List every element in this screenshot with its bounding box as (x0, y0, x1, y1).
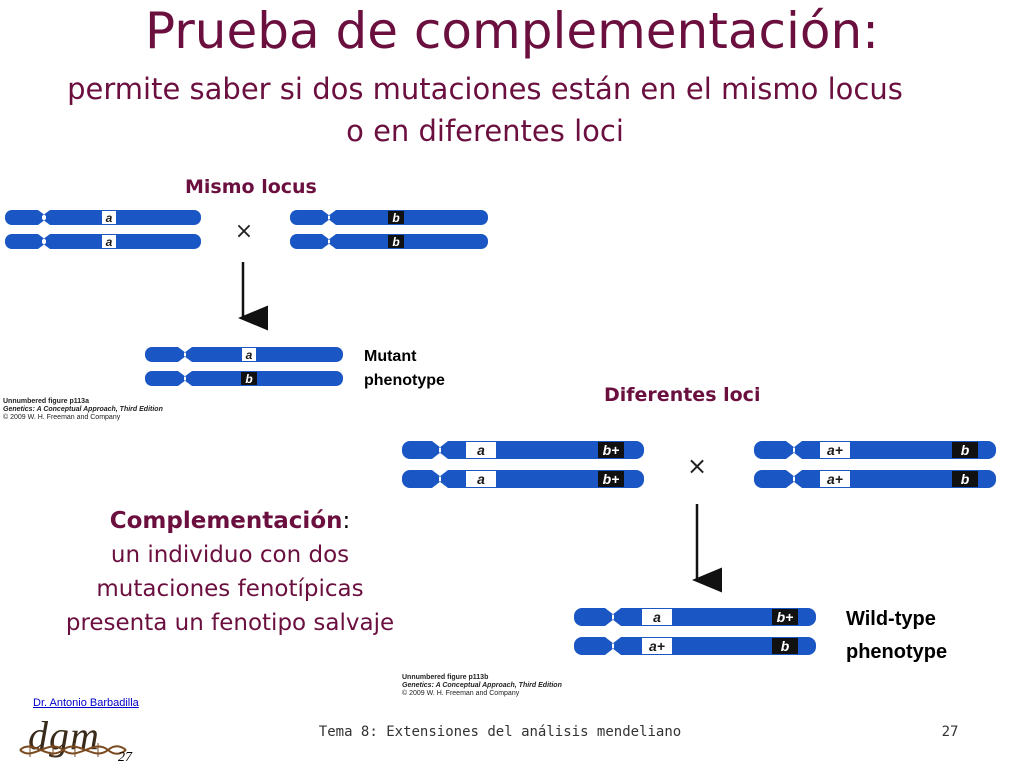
credit-a-line2: Genetics: A Conceptual Approach, Third E… (3, 406, 163, 413)
complementation-colon: : (342, 508, 351, 534)
allele-diff-p2-bottom-left: a+ (827, 471, 843, 487)
allele-same-off-top: a (246, 348, 253, 362)
allele-diff-p1-bottom-right: b+ (603, 471, 620, 487)
complementation-line3: presenta un fenotipo salvaje (65, 610, 395, 636)
page-title: Prueba de complementación: (144, 2, 880, 60)
chromosome-diff-off-top (574, 608, 816, 626)
allele-same-p2-top: b (392, 211, 399, 225)
footer-title: Tema 8: Extensiones del análisis mendeli… (318, 724, 682, 740)
complementation-line1: un individuo con dos (110, 542, 350, 568)
chromosome-diff-p2-top (754, 441, 996, 459)
logo-number: 27 (118, 750, 132, 765)
phenotype-mutant-line1: Mutant (364, 348, 417, 365)
allele-diff-p1-top-right: b+ (603, 442, 620, 458)
label-same-locus: Mismo locus (185, 176, 317, 198)
allele-box-same-p1-top (102, 211, 116, 224)
complementation-definition: Complementación: un individuo con dos mu… (20, 504, 440, 640)
allele-diff-off-top-right: b+ (777, 609, 794, 625)
allele-same-p1-top: a (106, 211, 113, 225)
label-different-loci: Diferentes loci (604, 384, 761, 406)
allele-diff-p2-top-left: a+ (827, 442, 843, 458)
phenotype-wildtype-line2: phenotype (846, 641, 947, 663)
chromosome-diff-p2-bottom (754, 470, 996, 488)
page-number: 27 (941, 724, 959, 740)
allele-diff-p2-top-right: b (961, 442, 970, 458)
phenotype-wildtype-line1: Wild-type (846, 608, 936, 630)
complementation-line2: mutaciones fenotípicas (96, 576, 364, 602)
page-subtitle: permite saber si dos mutaciones están en… (67, 72, 903, 148)
cross-symbol-diff: × (687, 452, 707, 480)
allele-diff-p2-bottom-right: b (961, 471, 970, 487)
author-link[interactable]: Dr. Antonio Barbadilla (33, 697, 139, 709)
credit-a-line1: Unnumbered figure p113a (3, 398, 89, 405)
allele-same-off-bottom: b (245, 372, 252, 386)
complementation-heading: Complementación (109, 508, 343, 534)
cross-symbol-same: × (235, 219, 253, 244)
allele-diff-off-top-left: a (653, 609, 661, 625)
figure-credit-b: Unnumbered figure p113b Genetics: A Conc… (402, 674, 562, 698)
chromosome-diff-p1-top (402, 441, 644, 459)
allele-same-p1-bottom: a (106, 235, 113, 249)
dna-helix-icon (19, 743, 127, 757)
allele-diff-p1-top-left: a (477, 442, 485, 458)
allele-same-p2-bottom: b (392, 235, 399, 249)
figure-credit-a: Unnumbered figure p113a Genetics: A Conc… (3, 398, 163, 422)
credit-b-line1: Unnumbered figure p113b (402, 674, 489, 681)
credit-b-line2: Genetics: A Conceptual Approach, Third E… (402, 682, 562, 689)
allele-box-same-p1-bottom (102, 235, 116, 248)
chromosome-diff-off-bottom (574, 637, 816, 655)
allele-diff-off-bottom-left: a+ (649, 638, 665, 654)
credit-a-line3: © 2009 W. H. Freeman and Company (3, 414, 121, 421)
chromosome-diff-p1-bottom (402, 470, 644, 488)
allele-diff-p1-bottom-left: a (477, 471, 485, 487)
allele-diff-off-bottom-right: b (781, 638, 790, 654)
credit-b-line3: © 2009 W. H. Freeman and Company (402, 690, 520, 697)
phenotype-mutant-line2: phenotype (364, 372, 445, 389)
